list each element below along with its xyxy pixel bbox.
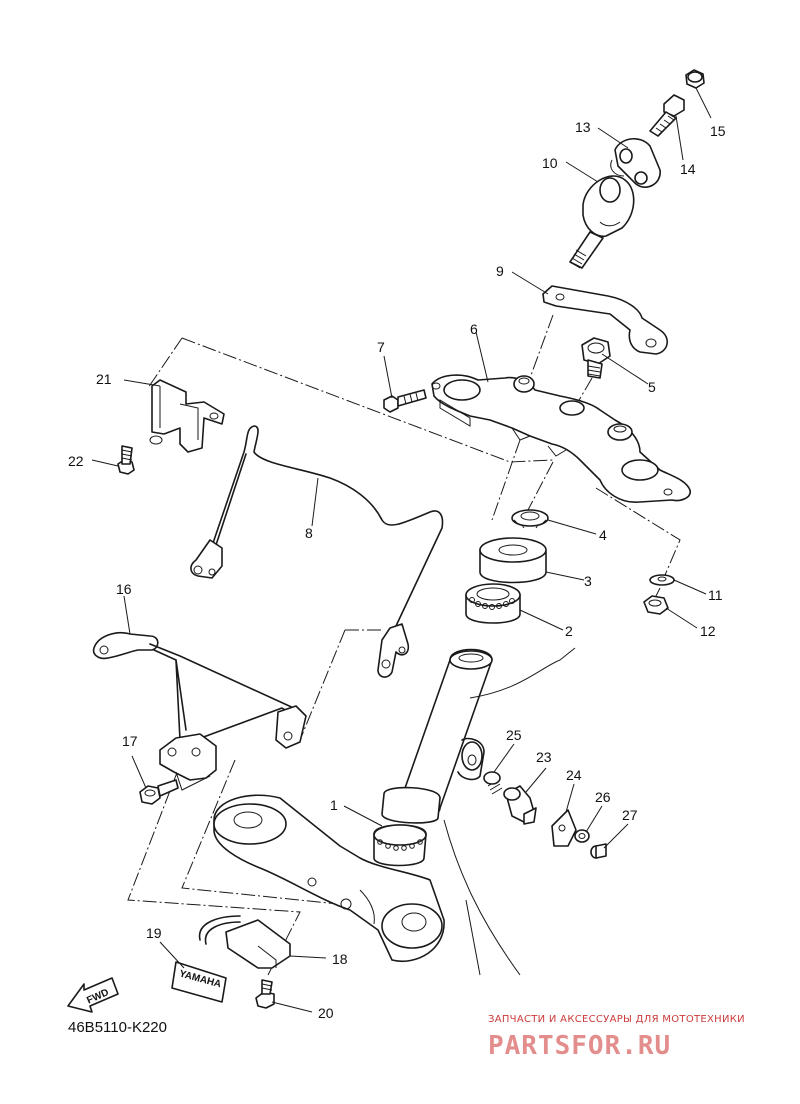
part-upper-handlebar-holder (610, 138, 661, 188)
part-lock-body (503, 785, 537, 825)
part-upper-bracket (431, 374, 691, 503)
part-bracket (542, 285, 668, 355)
diagram-code: 46B5110-K220 (68, 1019, 167, 1036)
part-headlight-bracket (92, 632, 307, 791)
watermark-tagline: ЗАПЧАСТИ И АКСЕССУАРЫ ДЛЯ МОТОТЕХНИКИ (488, 1014, 745, 1025)
part-bearing-cover (479, 537, 547, 584)
watermark: ЗАПЧАСТИ И АКСЕССУАРЫ ДЛЯ МОТОТЕХНИКИ PA… (488, 1014, 745, 1061)
part-rivet (590, 843, 607, 859)
callout-21: 21 (96, 371, 112, 387)
part-pinch-bolt (383, 389, 427, 413)
callout-3: 3 (584, 573, 592, 589)
part-lock-spring (483, 771, 503, 795)
callout-23: 23 (536, 749, 552, 765)
callout-4: 4 (599, 527, 607, 543)
callout-11: 11 (708, 587, 723, 603)
callout-19: 19 (146, 925, 162, 941)
part-washer (649, 574, 675, 586)
part-lower-handlebar-holder (569, 175, 635, 269)
callout-6: 6 (470, 321, 478, 337)
callout-7: 7 (377, 339, 385, 355)
part-bracket-mount-bolt (139, 779, 179, 805)
leader-lines (91, 87, 712, 1013)
callout-9: 9 (496, 263, 504, 279)
callout-12: 12 (700, 623, 716, 639)
part-hose-bracket (149, 379, 225, 453)
callout-24: 24 (566, 767, 582, 783)
part-cap-nut (685, 69, 705, 89)
callouts: 1 2 3 4 5 6 7 8 9 10 11 12 13 14 15 16 1… (68, 119, 726, 1021)
part-washer-small (574, 829, 590, 843)
callout-10: 10 (542, 155, 558, 171)
part-decal: YAMAHA (171, 961, 227, 1003)
callout-14: 14 (680, 161, 696, 177)
part-steering-stem-bolt (581, 337, 611, 379)
callout-13: 13 (575, 119, 591, 135)
callout-16: 16 (116, 581, 132, 597)
part-handlebar-bolt (649, 94, 685, 137)
part-lock-plate (551, 809, 577, 847)
callout-1: 1 (330, 797, 338, 813)
callout-17: 17 (122, 733, 138, 749)
fwd-arrow: FWD (67, 977, 119, 1013)
part-clip-bracket (198, 915, 291, 969)
part-bracket-bolt (117, 445, 135, 475)
callout-5: 5 (648, 379, 656, 395)
callout-2: 2 (565, 623, 573, 639)
callout-26: 26 (595, 789, 611, 805)
callout-27: 27 (622, 807, 638, 823)
part-nut (643, 595, 669, 615)
part-ring-nut (511, 509, 549, 529)
part-brake-hose (190, 425, 444, 678)
part-bearing (465, 583, 521, 624)
callout-18: 18 (332, 951, 348, 967)
watermark-brand: PARTSFOR.RU (488, 1031, 671, 1061)
callout-15: 15 (710, 123, 726, 139)
part-steering-stem (213, 647, 576, 976)
callout-20: 20 (318, 1005, 334, 1021)
callout-8: 8 (305, 525, 313, 541)
part-clip-bolt (255, 979, 275, 1009)
callout-22: 22 (68, 453, 84, 469)
callout-25: 25 (506, 727, 522, 743)
